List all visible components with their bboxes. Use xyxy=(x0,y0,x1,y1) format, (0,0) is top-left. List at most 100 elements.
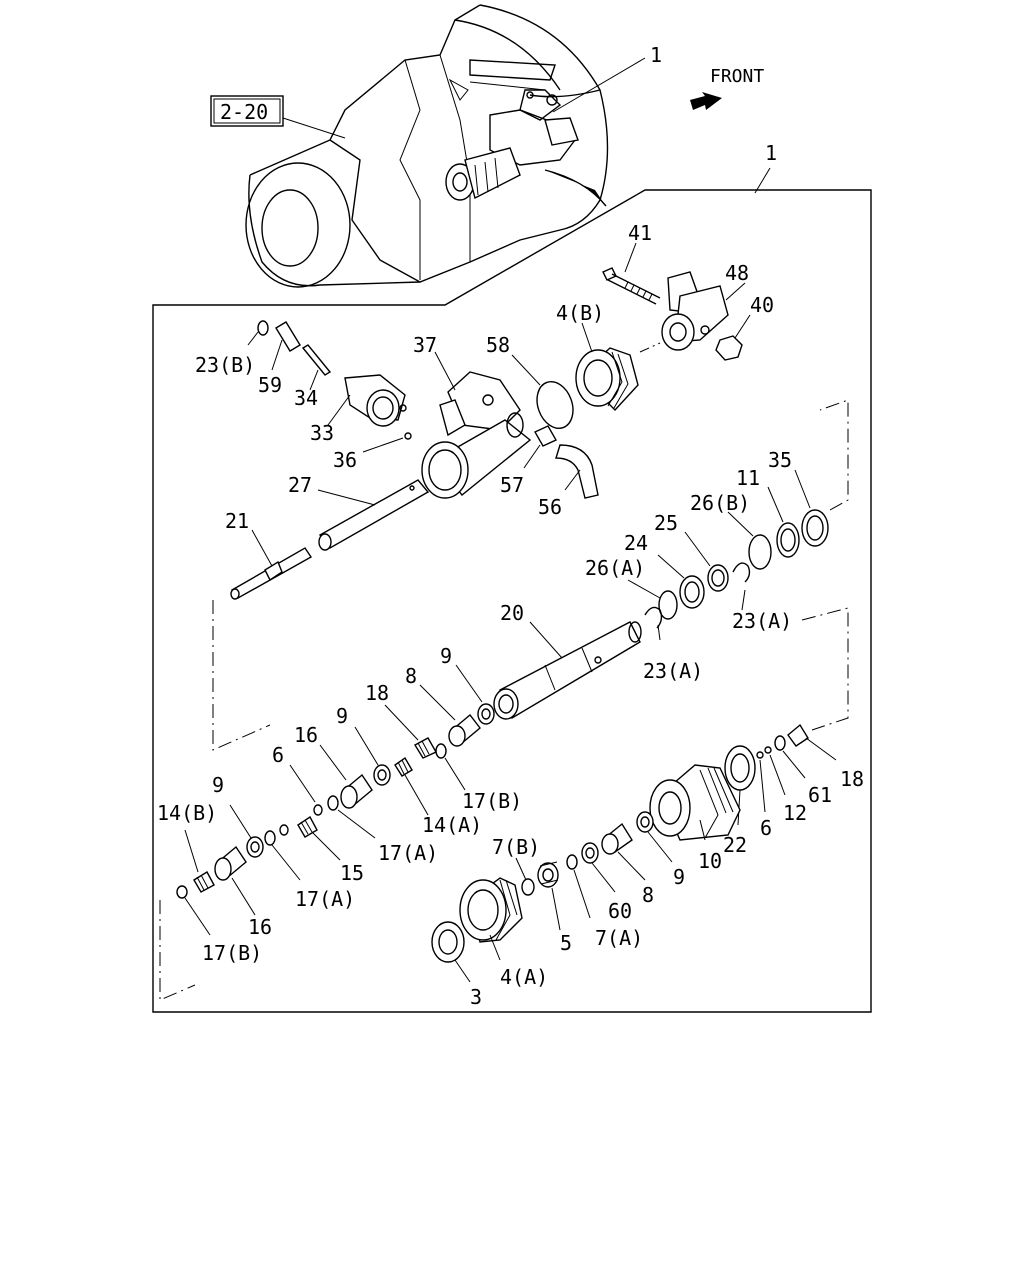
label-58: 58 xyxy=(486,333,510,357)
label-18-b: 18 xyxy=(840,767,864,791)
part-7a-washer xyxy=(566,854,578,870)
label-6-c: 6 xyxy=(760,816,772,840)
front-label: FRONT xyxy=(710,66,764,87)
label-9-d: 9 xyxy=(673,865,685,889)
part-36-screw xyxy=(404,432,412,440)
part-26a-snap-ring xyxy=(658,590,678,620)
label-16-a: 16 xyxy=(294,723,318,747)
label-60: 60 xyxy=(608,899,632,923)
label-7a: 7(A) xyxy=(595,926,643,950)
label-25: 25 xyxy=(654,511,678,535)
part-23a-clip-upper xyxy=(732,562,751,583)
part-14a-spring xyxy=(394,756,413,777)
part-40-nut xyxy=(715,335,743,361)
label-9-c: 9 xyxy=(212,773,224,797)
label-37: 37 xyxy=(413,333,437,357)
assembly-label-box: 1 xyxy=(765,141,777,165)
part-9-ring-d xyxy=(636,811,654,833)
front-arrow-icon xyxy=(690,92,722,110)
label-17b-b: 17(B) xyxy=(202,941,262,965)
part-23b-ring xyxy=(257,320,269,336)
ref-box-frame xyxy=(210,95,284,127)
label-36: 36 xyxy=(333,448,357,472)
part-20-shaft xyxy=(493,621,642,720)
part-48-bracket xyxy=(661,271,729,351)
part-14b-spring xyxy=(193,871,215,893)
label-24: 24 xyxy=(624,531,648,555)
part-17b-oring-b xyxy=(176,885,188,899)
label-5: 5 xyxy=(560,931,572,955)
part-18-spring-b xyxy=(787,723,809,747)
part-17a-oring-a xyxy=(327,795,339,811)
label-9-a: 9 xyxy=(440,644,452,668)
label-22: 22 xyxy=(723,833,747,857)
label-14a: 14(A) xyxy=(422,813,482,837)
part-17a-oring-b xyxy=(264,830,276,846)
label-4b: 4(B) xyxy=(556,301,604,325)
part-16-piston-a xyxy=(340,773,373,809)
part-59-pin xyxy=(275,321,301,352)
label-35: 35 xyxy=(768,448,792,472)
part-9-ring-a xyxy=(477,703,495,725)
label-27: 27 xyxy=(288,473,312,497)
label-12: 12 xyxy=(783,801,807,825)
label-61: 61 xyxy=(808,783,832,807)
label-11: 11 xyxy=(736,466,760,490)
label-20: 20 xyxy=(500,601,524,625)
part-16-piston-b xyxy=(214,845,247,881)
part-56-hose xyxy=(555,444,599,499)
part-6-ring-b xyxy=(279,824,289,836)
part-17b-oring-a xyxy=(435,743,447,759)
label-3: 3 xyxy=(470,985,482,1009)
part-61-ring xyxy=(774,735,786,751)
label-40: 40 xyxy=(750,293,774,317)
label-23a-lower: 23(A) xyxy=(643,659,703,683)
part-3-cap xyxy=(431,921,465,963)
part-5-spring xyxy=(537,861,559,888)
assembly-frame xyxy=(152,189,872,1013)
part-7b-washer xyxy=(521,878,535,896)
part-18-spring-a xyxy=(414,737,437,759)
label-21: 21 xyxy=(225,509,249,533)
label-6-a: 6 xyxy=(272,743,284,767)
part-10-cylinder xyxy=(649,764,741,841)
part-23a-clip-lower xyxy=(644,606,663,629)
part-8-piston-a xyxy=(448,713,481,747)
part-9-ring-c xyxy=(246,836,264,858)
label-48: 48 xyxy=(725,261,749,285)
transmission-housing-drawing xyxy=(245,4,609,288)
part-37-housing xyxy=(421,371,532,499)
label-4a: 4(A) xyxy=(500,965,548,989)
label-23a-upper: 23(A) xyxy=(732,609,792,633)
label-26a: 26(A) xyxy=(585,556,645,580)
label-33: 33 xyxy=(310,421,334,445)
label-17a-b: 17(A) xyxy=(295,887,355,911)
part-22-seal xyxy=(724,745,756,791)
part-24-bearing xyxy=(679,575,705,609)
label-15: 15 xyxy=(340,861,364,885)
label-41: 41 xyxy=(628,221,652,245)
part-33-lever xyxy=(344,374,407,427)
label-8-a: 8 xyxy=(405,664,417,688)
label-34: 34 xyxy=(294,386,318,410)
label-14b: 14(B) xyxy=(157,801,217,825)
ref-box-label: 2-20 xyxy=(220,100,268,124)
label-9-b: 9 xyxy=(336,704,348,728)
label-26b: 26(B) xyxy=(690,491,750,515)
part-25-ring xyxy=(707,564,729,592)
part-35-seal xyxy=(801,509,829,547)
part-4b-coupling xyxy=(575,347,639,412)
label-17b-a: 17(B) xyxy=(462,789,522,813)
guide-lines xyxy=(159,399,849,1001)
part-4a-coupling xyxy=(459,877,523,943)
label-57: 57 xyxy=(500,473,524,497)
label-7b: 7(B) xyxy=(492,835,540,859)
part-8-piston-b xyxy=(601,822,633,855)
label-23b: 23(B) xyxy=(195,353,255,377)
assembly-label-top: 1 xyxy=(650,43,662,67)
part-11-washer xyxy=(776,522,800,558)
part-27-shaft xyxy=(318,479,430,551)
label-17a-a: 17(A) xyxy=(378,841,438,865)
label-56: 56 xyxy=(538,495,562,519)
label-16-b: 16 xyxy=(248,915,272,939)
